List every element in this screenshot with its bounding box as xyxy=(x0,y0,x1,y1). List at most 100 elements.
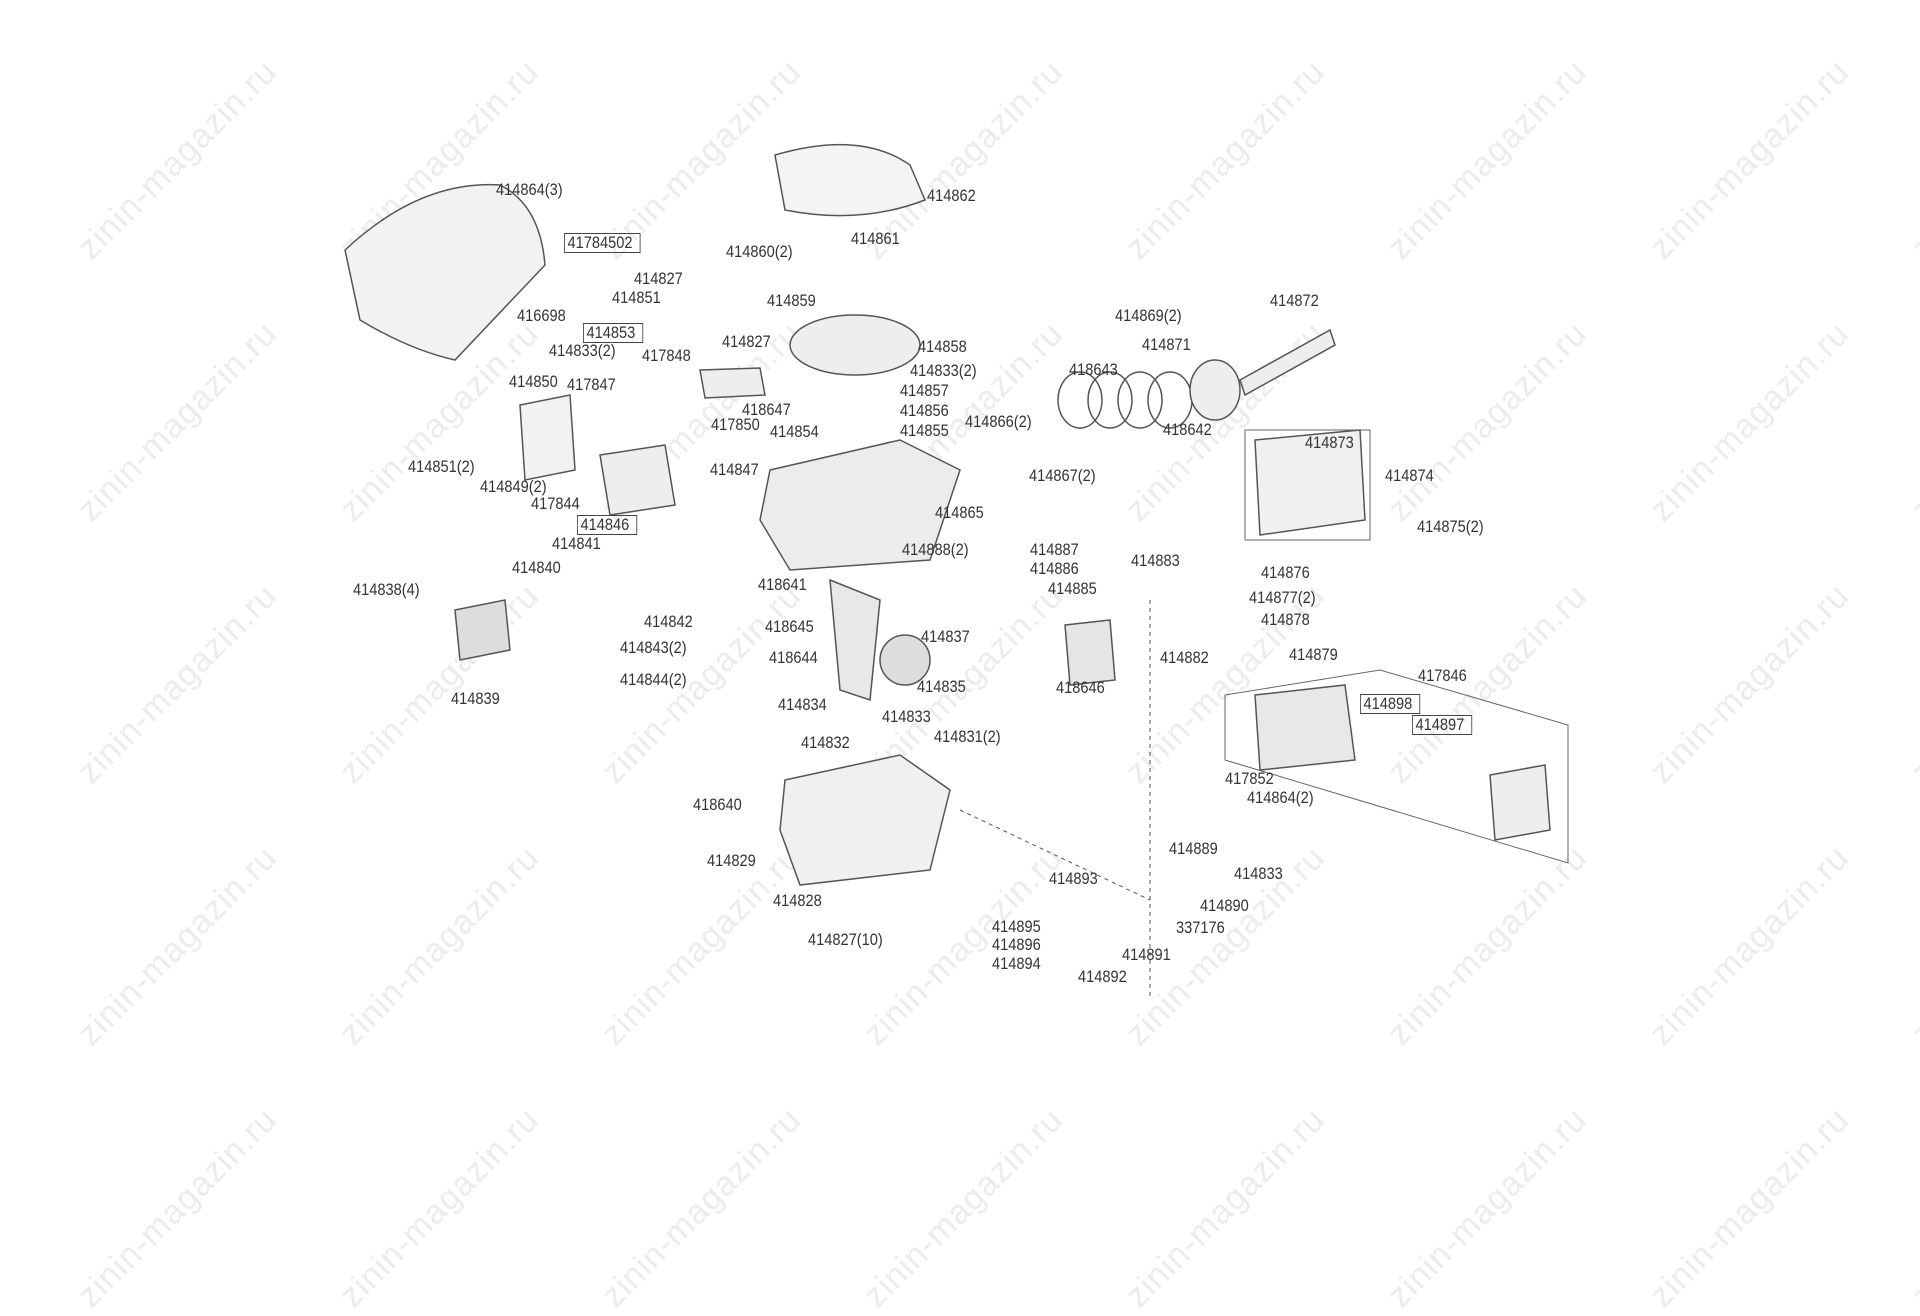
part-label[interactable]: 414840 xyxy=(512,558,561,577)
flywheel xyxy=(789,314,921,376)
part-label[interactable]: 414827(10) xyxy=(808,930,883,949)
part-label[interactable]: 414857 xyxy=(900,381,949,400)
watermark-text: zinin-magazin.ru xyxy=(1904,1100,1920,1315)
part-label[interactable]: 337176 xyxy=(1176,918,1225,937)
part-label[interactable]: 417846 xyxy=(1418,666,1467,685)
part-label[interactable]: 414874 xyxy=(1385,466,1434,485)
part-label[interactable]: 414844(2) xyxy=(620,670,687,689)
ignition-coil xyxy=(699,367,766,399)
part-label[interactable]: 414890 xyxy=(1200,896,1249,915)
part-label[interactable]: 414843(2) xyxy=(620,638,687,657)
part-label[interactable]: 414833 xyxy=(882,707,931,726)
watermark-text: zinin-magazin.ru xyxy=(70,1100,285,1315)
part-label[interactable]: 414846 xyxy=(577,515,637,535)
part-label[interactable]: 414864(3) xyxy=(496,180,563,199)
part-label[interactable]: 414872 xyxy=(1270,291,1319,310)
part-label[interactable]: 414866(2) xyxy=(965,412,1032,431)
part-label[interactable]: 414828 xyxy=(773,891,822,910)
part-label[interactable]: 414847 xyxy=(710,460,759,479)
oil-pan-base xyxy=(779,754,951,886)
part-label[interactable]: 414883 xyxy=(1131,551,1180,570)
part-label[interactable]: 414841 xyxy=(552,534,601,553)
watermark-text: zinin-magazin.ru xyxy=(594,1100,809,1315)
fuel-tank xyxy=(1254,429,1366,536)
part-label[interactable]: 414854 xyxy=(770,422,819,441)
part-label[interactable]: 414869(2) xyxy=(1115,306,1182,325)
part-label[interactable]: 414892 xyxy=(1078,967,1127,986)
part-label[interactable]: 414885 xyxy=(1048,579,1097,598)
part-label[interactable]: 414853 xyxy=(583,323,643,343)
exploded-parts-drawing xyxy=(344,143,1569,1000)
part-label[interactable]: 414829 xyxy=(707,851,756,870)
part-label[interactable]: 417848 xyxy=(642,346,691,365)
part-label[interactable]: 414832 xyxy=(801,733,850,752)
part-label[interactable]: 417850 xyxy=(711,415,760,434)
part-label[interactable]: 414833(2) xyxy=(549,341,616,360)
part-label[interactable]: 414887 xyxy=(1030,540,1079,559)
part-label[interactable]: 417852 xyxy=(1225,769,1274,788)
part-label[interactable]: 414861 xyxy=(851,229,900,248)
part-label[interactable]: 414891 xyxy=(1122,945,1171,964)
part-label[interactable]: 414833 xyxy=(1234,864,1283,883)
part-label[interactable]: 414858 xyxy=(918,337,967,356)
fuel-tank-group-outline xyxy=(1244,429,1371,541)
part-label[interactable]: 414897 xyxy=(1412,715,1472,735)
part-label[interactable]: 414831(2) xyxy=(934,727,1001,746)
part-label[interactable]: 414855 xyxy=(900,421,949,440)
part-label[interactable]: 414879 xyxy=(1289,645,1338,664)
part-label[interactable]: 417844 xyxy=(531,494,580,513)
muffler-shield xyxy=(519,394,576,481)
part-label[interactable]: 414875(2) xyxy=(1417,517,1484,536)
connecting-rod xyxy=(1239,328,1336,397)
part-label[interactable]: 414856 xyxy=(900,401,949,420)
part-label[interactable]: 41784502 xyxy=(564,233,641,253)
valve-cover xyxy=(454,599,511,661)
part-label[interactable]: 418641 xyxy=(758,575,807,594)
part-label[interactable]: 417847 xyxy=(567,375,616,394)
part-label[interactable]: 416698 xyxy=(517,306,566,325)
part-label[interactable]: 414877(2) xyxy=(1249,588,1316,607)
part-label[interactable]: 414876 xyxy=(1261,563,1310,582)
part-label[interactable]: 414862 xyxy=(927,186,976,205)
part-label[interactable]: 414859 xyxy=(767,291,816,310)
part-label[interactable]: 414865 xyxy=(935,503,984,522)
part-label[interactable]: 414882 xyxy=(1160,648,1209,667)
part-label[interactable]: 414895 xyxy=(992,917,1041,936)
part-label[interactable]: 414850 xyxy=(509,372,558,391)
part-label[interactable]: 414886 xyxy=(1030,559,1079,578)
part-label[interactable]: 414839 xyxy=(451,689,500,708)
part-label[interactable]: 414873 xyxy=(1305,433,1354,452)
part-label[interactable]: 414833(2) xyxy=(910,361,977,380)
part-label[interactable]: 414851 xyxy=(612,288,661,307)
part-label[interactable]: 414898 xyxy=(1360,694,1420,714)
part-label[interactable]: 418645 xyxy=(765,617,814,636)
part-label[interactable]: 414860(2) xyxy=(726,242,793,261)
part-label[interactable]: 418647 xyxy=(742,400,791,419)
part-label[interactable]: 414893 xyxy=(1049,869,1098,888)
part-label[interactable]: 414838(4) xyxy=(353,580,420,599)
part-label[interactable]: 414834 xyxy=(778,695,827,714)
part-label[interactable]: 414842 xyxy=(644,612,693,631)
air-filter-group-outline xyxy=(1224,669,1569,864)
part-label[interactable]: 414827 xyxy=(634,269,683,288)
part-label[interactable]: 414867(2) xyxy=(1029,466,1096,485)
part-label[interactable]: 414849(2) xyxy=(480,477,547,496)
part-label[interactable]: 418646 xyxy=(1056,678,1105,697)
part-label[interactable]: 418644 xyxy=(769,648,818,667)
part-label[interactable]: 414827 xyxy=(722,332,771,351)
part-label[interactable]: 414871 xyxy=(1142,335,1191,354)
part-label[interactable]: 414878 xyxy=(1261,610,1310,629)
part-label[interactable]: 414851(2) xyxy=(408,457,475,476)
air-filter-cover xyxy=(1489,764,1551,841)
part-label[interactable]: 418642 xyxy=(1163,420,1212,439)
part-label[interactable]: 414888(2) xyxy=(902,540,969,559)
part-label[interactable]: 414864(2) xyxy=(1247,788,1314,807)
part-label[interactable]: 418643 xyxy=(1069,360,1118,379)
part-label[interactable]: 414894 xyxy=(992,954,1041,973)
part-label[interactable]: 414896 xyxy=(992,935,1041,954)
part-label[interactable]: 414837 xyxy=(921,627,970,646)
part-label[interactable]: 418640 xyxy=(693,795,742,814)
part-label[interactable]: 414889 xyxy=(1169,839,1218,858)
part-label[interactable]: 414835 xyxy=(917,677,966,696)
air-filter-box xyxy=(1254,684,1356,771)
